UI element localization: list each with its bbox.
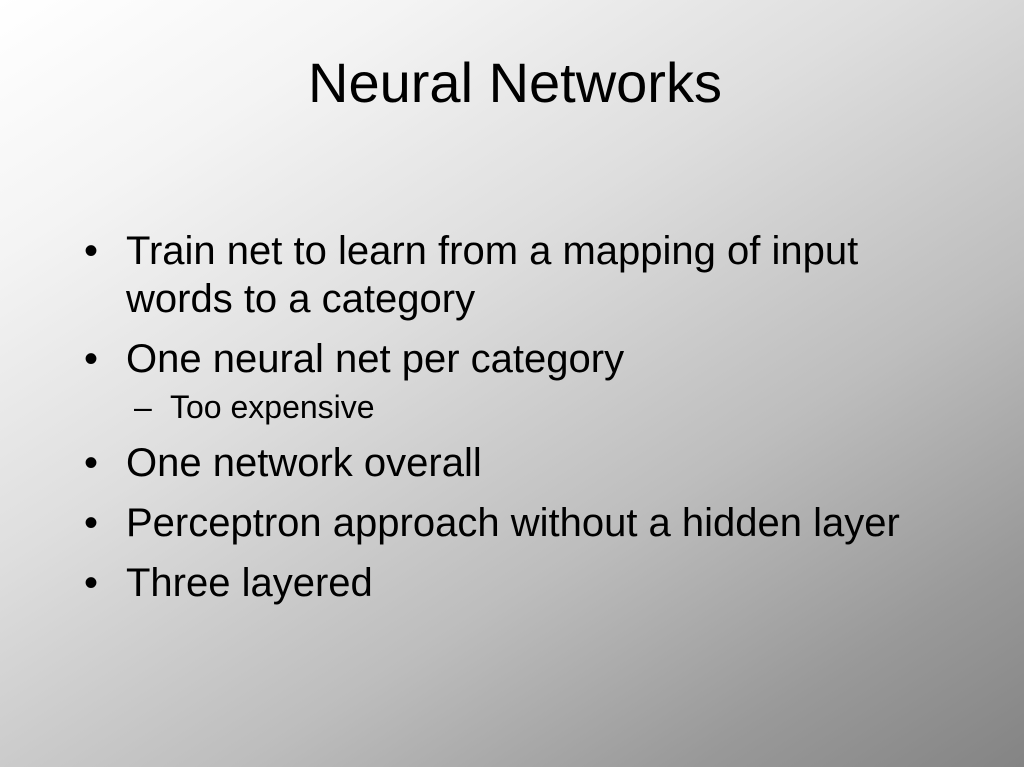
bullet-marker: • — [84, 501, 99, 545]
bullet-item: • Perceptron approach without a hidden l… — [80, 499, 950, 547]
bullet-text: Train net to learn from a mapping of inp… — [126, 229, 859, 321]
sub-bullet-item: – Too expensive — [80, 387, 950, 427]
bullet-marker: • — [84, 229, 99, 273]
bullet-item: • Train net to learn from a mapping of i… — [80, 227, 950, 323]
slide-title: Neural Networks — [308, 51, 722, 114]
dash-marker: – — [134, 389, 152, 425]
bullet-text: One network overall — [126, 441, 482, 485]
bullet-item: • One network overall — [80, 439, 950, 487]
bullet-marker: • — [84, 561, 99, 605]
bullet-item: • One neural net per category — [80, 335, 950, 383]
sub-bullet-text: Too expensive — [170, 389, 375, 425]
bullet-text: Three layered — [126, 561, 373, 605]
bullet-text: One neural net per category — [126, 337, 625, 381]
bullet-text: Perceptron approach without a hidden lay… — [126, 501, 900, 545]
bullet-list: • Train net to learn from a mapping of i… — [80, 227, 950, 619]
bullet-item: • Three layered — [80, 559, 950, 607]
bullet-marker: • — [84, 441, 99, 485]
bullet-marker: • — [84, 337, 99, 381]
